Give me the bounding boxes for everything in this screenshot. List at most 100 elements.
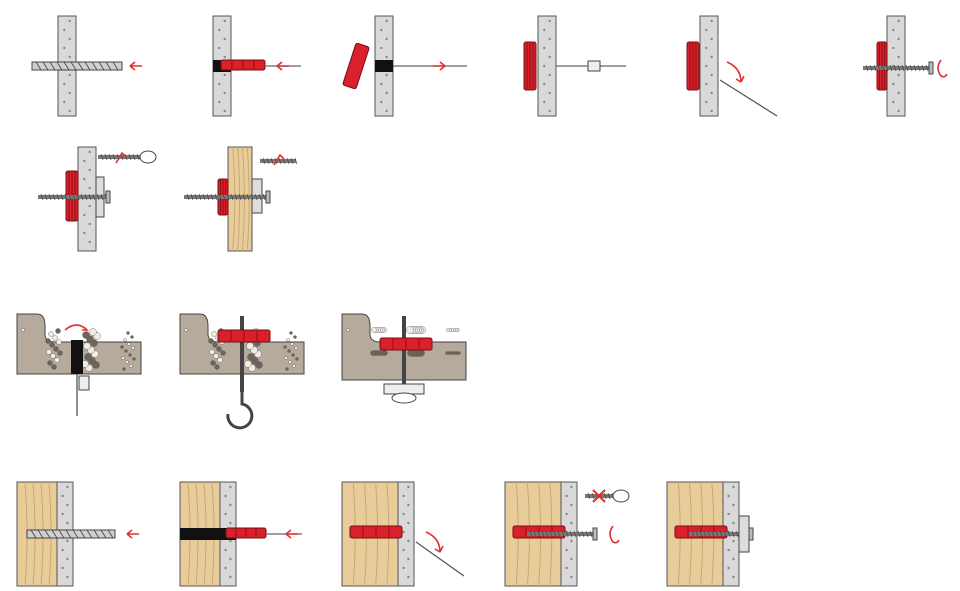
board-speckle (223, 19, 226, 23)
board-speckle (727, 548, 730, 552)
board-speckle (380, 28, 383, 32)
board-speckle (548, 91, 551, 95)
board-speckle (543, 28, 546, 32)
step-ceiling-fixture-panel (340, 312, 470, 422)
aggregate (217, 357, 223, 363)
screw-thread (92, 193, 96, 201)
aggregate (84, 353, 92, 361)
drill-flute (70, 61, 77, 71)
board-speckle (705, 28, 708, 32)
board-speckle (570, 575, 573, 579)
strip-wood-illustration (341, 481, 465, 587)
board-speckle (710, 73, 713, 77)
board-speckle (88, 168, 91, 172)
step-screw-cross-panel (503, 480, 633, 590)
drill-flute (65, 529, 72, 539)
check-mark (115, 151, 127, 164)
board-speckle (218, 82, 221, 86)
aggregate (286, 338, 290, 342)
board-speckle (892, 28, 895, 32)
drill-bit (31, 61, 123, 71)
board-speckle (88, 222, 91, 226)
screw-thread (198, 193, 202, 201)
screw-thread (246, 193, 250, 201)
board-speckle (543, 82, 546, 86)
aggregate (129, 364, 133, 368)
final-wood-illustration (666, 481, 754, 587)
board-speckle (543, 46, 546, 50)
screw-thread (64, 193, 68, 201)
board-speckle (223, 37, 226, 41)
screw-thread (909, 64, 913, 72)
screw-thread (186, 193, 190, 201)
aggregate (244, 360, 252, 368)
push-arrow (126, 529, 139, 539)
drill-flute (51, 529, 58, 539)
aggregate (184, 328, 188, 332)
aggregate (47, 360, 53, 366)
board-speckle (892, 100, 895, 104)
screw-thread (607, 492, 611, 500)
board-speckle (83, 231, 86, 235)
screw-thread (921, 64, 925, 72)
screw-head (105, 190, 111, 204)
board-speckle (727, 494, 730, 498)
screw-thread (286, 157, 290, 165)
board-speckle (897, 37, 900, 41)
timber-fixing-illustration (184, 146, 298, 252)
aggregate (52, 335, 58, 341)
board-speckle (223, 73, 226, 77)
board-speckle (732, 557, 735, 561)
snapped-strip (415, 541, 465, 577)
aggregate (46, 349, 52, 355)
step-strip-wood-panel (340, 480, 470, 590)
board-speckle (710, 19, 713, 23)
pull-back-illustration (523, 15, 626, 117)
screw-thread (88, 193, 92, 201)
board-speckle (63, 100, 66, 104)
board-speckle (61, 494, 64, 498)
board-speckle (407, 485, 410, 489)
screw-thread (214, 193, 218, 201)
screw-thread (731, 530, 735, 538)
push-arrow (285, 529, 298, 539)
screw-thread (250, 193, 254, 201)
snapped-strip (719, 79, 778, 117)
aggregate (82, 331, 90, 339)
board-speckle (88, 150, 91, 154)
aggregate (132, 357, 136, 361)
screw-thread (691, 530, 695, 538)
screw-thread (136, 153, 140, 161)
board-speckle (710, 91, 713, 95)
screw-thread (711, 530, 715, 538)
drill-flute (105, 61, 112, 71)
aggregate (128, 353, 132, 357)
board-speckle (710, 37, 713, 41)
aggregate (53, 346, 59, 352)
board-speckle (380, 100, 383, 104)
step-snap-strip-panel (675, 14, 790, 118)
step-tip-plug-panel (342, 14, 475, 118)
screw-thread (128, 153, 132, 161)
board-speckle (68, 91, 71, 95)
screw-thread (537, 530, 541, 538)
aggregate (284, 356, 288, 360)
screw-thread (210, 193, 214, 201)
screw-thread (56, 193, 60, 201)
board-speckle (548, 19, 551, 23)
board-speckle (83, 213, 86, 217)
screw-thread (553, 530, 557, 538)
screw-thread (549, 530, 553, 538)
board-speckle (385, 73, 388, 77)
screw-thread (885, 64, 889, 72)
screw-thread (869, 64, 873, 72)
board-speckle (66, 539, 69, 543)
board-speckle (63, 28, 66, 32)
board-speckle (897, 73, 900, 77)
board-speckle (705, 82, 708, 86)
screw-thread (278, 157, 282, 165)
board-speckle (407, 539, 410, 543)
board-speckle (570, 521, 573, 525)
board-speckle (570, 557, 573, 561)
aggregate (295, 357, 299, 361)
